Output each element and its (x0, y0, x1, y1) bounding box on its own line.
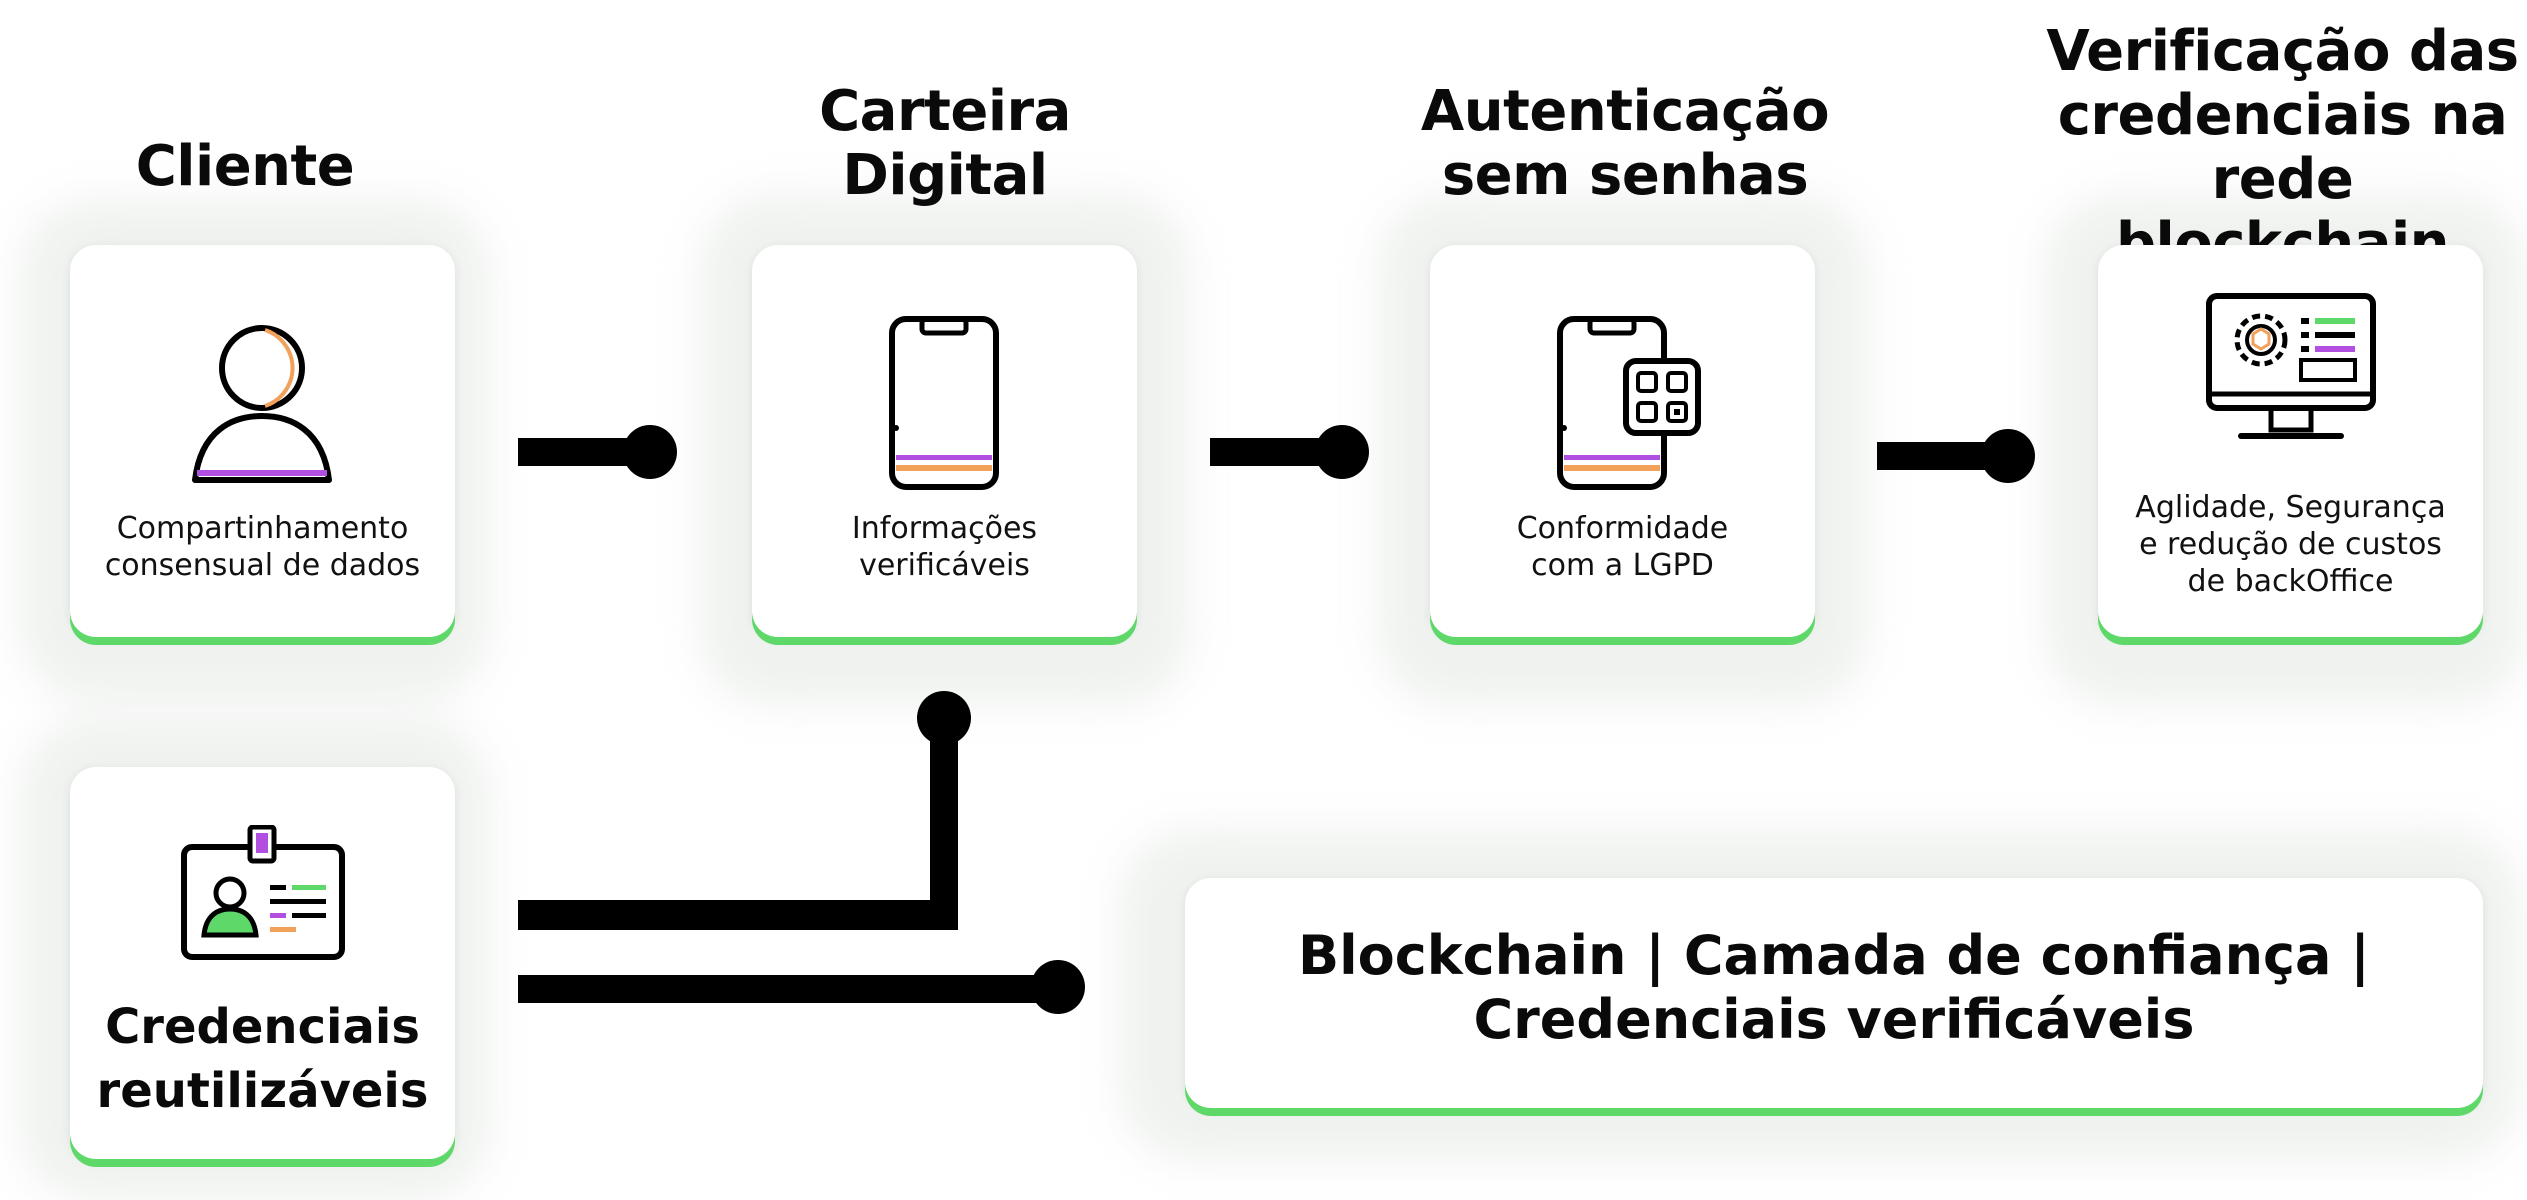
id-badge-icon (181, 825, 345, 960)
banner-blockchain: Blockchain | Camada de confiança | Crede… (1185, 878, 2483, 1108)
connector-dot-3 (1981, 429, 2035, 483)
heading-verificacao: Verificação das credenciais na rede bloc… (2046, 19, 2519, 276)
smartphone-qr-icon (1557, 316, 1701, 490)
connector-elbow-horizontal (518, 900, 958, 930)
connector-dot-2 (1315, 425, 1369, 479)
card-autenticacao-text: Conformidade com a LGPD (1516, 511, 1729, 583)
connector-dot-1 (623, 425, 677, 479)
banner-text: Blockchain | Camada de confiança | Crede… (1297, 924, 2371, 1051)
card-cliente: Compartinhamento consensual de dados (70, 245, 455, 637)
card-carteira-digital: Informações verificáveis (752, 245, 1137, 637)
connector-elbow-vertical (930, 718, 958, 930)
heading-carteira-digital: Carteira Digital (819, 79, 1071, 208)
heading-autenticacao: Autenticação sem senhas (1420, 79, 1830, 208)
card-credenciais-title: Credenciais reutilizáveis (96, 999, 429, 1119)
card-cliente-text: Compartinhamento consensual de dados (104, 511, 421, 583)
smartphone-icon (889, 316, 999, 490)
monitor-gear-icon (2206, 293, 2376, 439)
heading-cliente: Cliente (135, 134, 355, 199)
card-credenciais: Credenciais reutilizáveis (70, 767, 455, 1159)
connector-line-banner (518, 975, 1058, 1003)
connector-dot-banner (1031, 960, 1085, 1014)
person-icon (192, 325, 332, 483)
card-verificacao: Aglidade, Segurança e redução de custos … (2098, 245, 2483, 637)
connector-dot-elbow (917, 691, 971, 745)
card-verificacao-text: Aglidade, Segurança e redução de custos … (2135, 490, 2446, 599)
card-autenticacao: Conformidade com a LGPD (1430, 245, 1815, 637)
card-carteira-text: Informações verificáveis (851, 511, 1038, 583)
